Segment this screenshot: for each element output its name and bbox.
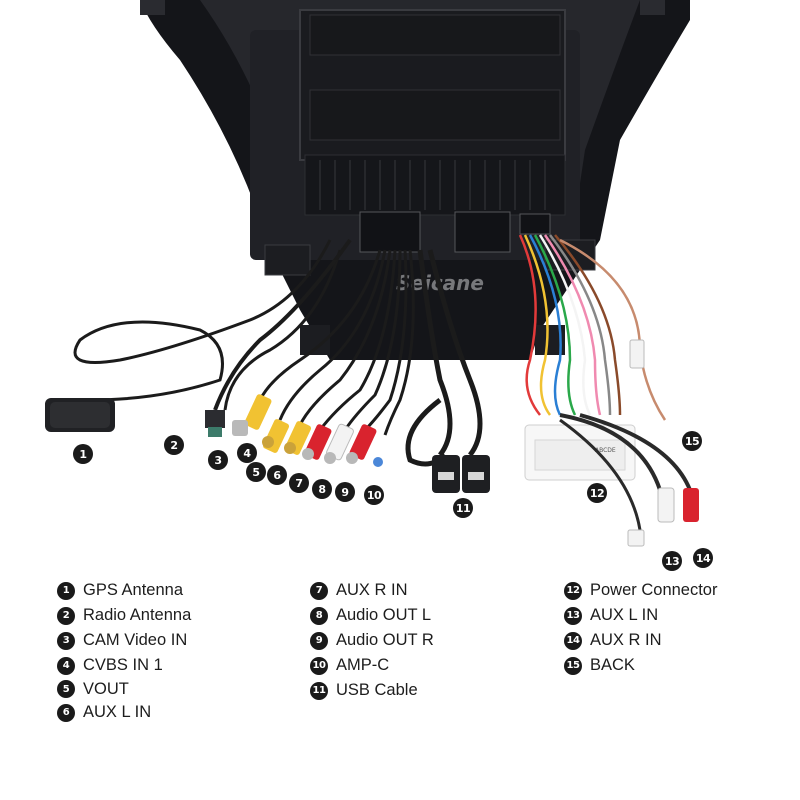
legend-number: 7 [310, 581, 328, 600]
legend-label: USB Cable [336, 681, 418, 699]
legend-item: 15 BACK [564, 653, 717, 678]
callout-7: 7 [289, 473, 309, 493]
callout-9: 9 [335, 482, 355, 502]
legend-item: 2 Radio Antenna [57, 603, 191, 628]
callout-15: 15 [682, 431, 702, 451]
rca-connectors [232, 394, 383, 467]
callout-12: 12 [587, 483, 607, 503]
legend-number: 6 [57, 703, 75, 722]
callout-3: 3 [208, 450, 228, 470]
legend-item: 9 Audio OUT R [310, 628, 434, 653]
callout-8: 8 [312, 479, 332, 499]
legend-label: Audio OUT R [336, 631, 434, 649]
legend-label: Radio Antenna [83, 606, 192, 624]
callout-10: 10 [364, 485, 384, 505]
legend-label: CAM Video IN [83, 631, 188, 649]
connector-label: ABCDE [595, 447, 616, 454]
legend-label: AUX L IN [83, 703, 152, 721]
legend-item: 8 Audio OUT L [310, 603, 434, 628]
legend-item: 6 AUX L IN [57, 700, 191, 725]
callout-2: 2 [164, 435, 184, 455]
legend-label: BACK [590, 656, 635, 674]
legend-label: VOUT [83, 679, 129, 698]
legend-item: 13 AUX L IN [564, 603, 717, 628]
legend-number: 11 [310, 681, 328, 700]
legend-label: GPS Antenna [83, 581, 183, 599]
callout-14: 14 [693, 548, 713, 568]
callout-5: 5 [246, 462, 266, 482]
legend-number: 4 [57, 656, 75, 675]
callout-13: 13 [662, 551, 682, 571]
legend-item: 1 GPS Antenna [57, 578, 191, 603]
legend-item: 14 AUX R IN [564, 628, 717, 653]
legend-number: 10 [310, 656, 328, 675]
rca-cables [258, 249, 415, 436]
legend-number: 13 [564, 606, 582, 625]
callout-6: 6 [267, 465, 287, 485]
legend-column-1: 1 GPS Antenna 2 Radio Antenna 3 CAM Video I… [57, 578, 191, 725]
legend-label: CVBS IN 1 [83, 656, 163, 674]
power-harness [518, 234, 667, 421]
power-connector: ABCDE [524, 424, 636, 481]
legend-number: 9 [310, 631, 328, 650]
legend-column-2: 7 AUX R IN 8 Audio OUT L 9 Audio OUT R 10 AM… [310, 578, 434, 703]
callout-4: 4 [237, 443, 257, 463]
legend-label: AUX R IN [336, 581, 408, 599]
legend-number: 3 [57, 631, 75, 650]
legend-label: AUX L IN [590, 606, 659, 624]
legend-item: 11 USB Cable [310, 678, 434, 703]
legend-label: AMP-C [336, 656, 390, 674]
head-unit [140, 0, 690, 360]
legend-item: 4 CVBS IN 1 [57, 653, 191, 678]
legend-number: 8 [310, 606, 328, 625]
legend-item: 10 AMP-C [310, 653, 434, 678]
legend-item: 7 AUX R IN [310, 578, 434, 603]
legend-number: 2 [57, 606, 75, 625]
usb-cable [405, 249, 490, 493]
legend-item: 12 Power Connector [564, 578, 717, 603]
legend-label: Power Connector [590, 581, 718, 599]
callout-11: 11 [453, 498, 473, 518]
legend-item: 5 VOUT [57, 678, 191, 700]
callout-1: 1 [73, 444, 93, 464]
legend-item: 3 CAM Video IN [57, 628, 191, 653]
legend-number: 1 [57, 581, 75, 600]
legend-label: AUX R IN [590, 631, 662, 649]
legend-label: Audio OUT L [336, 606, 432, 624]
legend-number: 12 [564, 581, 582, 600]
gps-antenna [45, 239, 342, 432]
legend-number: 5 [57, 680, 75, 698]
legend-number: 14 [564, 631, 582, 650]
radio-antenna [205, 238, 352, 437]
aux-back-cables [559, 339, 699, 547]
legend-number: 15 [564, 656, 582, 675]
product-photo: Seicane [45, 0, 699, 547]
